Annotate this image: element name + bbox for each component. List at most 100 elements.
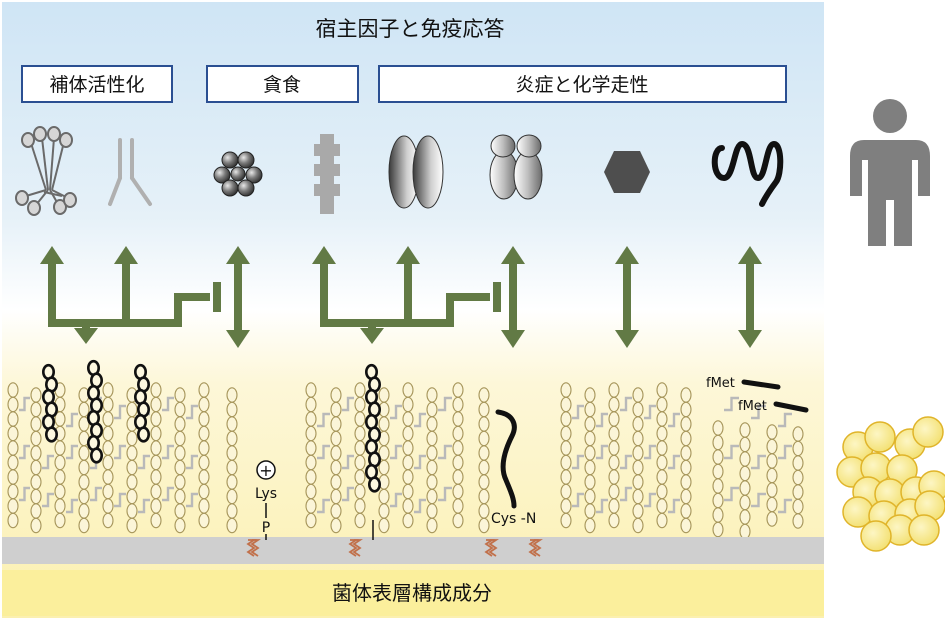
glycan-unit bbox=[226, 517, 238, 534]
glycan-unit bbox=[378, 387, 390, 403]
teichoic-bead bbox=[44, 426, 58, 443]
glycan-unit bbox=[7, 396, 19, 413]
glycan-unit bbox=[174, 445, 186, 461]
crosslink bbox=[114, 444, 126, 460]
glycan-unit bbox=[150, 425, 162, 442]
glycan-unit bbox=[305, 425, 317, 442]
glycan-unit bbox=[656, 469, 668, 485]
glycan-unit bbox=[739, 436, 751, 453]
lipoteichoic-bead bbox=[367, 476, 381, 493]
glycan-unit bbox=[174, 459, 186, 476]
glycan-unit bbox=[656, 512, 668, 529]
crosslink bbox=[438, 444, 452, 460]
p-label: P bbox=[262, 520, 270, 536]
glycan-unit bbox=[150, 469, 162, 485]
glycan-unit bbox=[330, 459, 342, 476]
glycan-unit bbox=[102, 483, 114, 500]
cell-membrane bbox=[2, 537, 824, 564]
glycan-unit bbox=[78, 488, 90, 505]
glycan-unit bbox=[102, 411, 114, 427]
glycan-unit bbox=[54, 469, 66, 485]
glycan-unit bbox=[426, 445, 438, 461]
glycan-unit bbox=[608, 382, 620, 398]
glycan-unit bbox=[78, 459, 90, 476]
glycan-unit bbox=[712, 478, 724, 494]
glycan-unit bbox=[608, 440, 620, 456]
peptide-stack-icon bbox=[314, 134, 340, 214]
glycan-unit bbox=[226, 387, 238, 403]
coiled-chain-icon bbox=[711, 140, 784, 207]
glycan-unit bbox=[478, 459, 490, 476]
glycan-unit bbox=[305, 512, 317, 529]
glycan-unit bbox=[7, 498, 19, 514]
glycan-unit bbox=[305, 382, 317, 398]
glycan-unit bbox=[478, 503, 490, 519]
glycan-unit bbox=[378, 503, 390, 519]
glycan-unit bbox=[680, 503, 692, 519]
glycan-unit bbox=[766, 453, 778, 469]
glycan-unit bbox=[680, 445, 692, 461]
glycan-unit bbox=[354, 469, 366, 485]
glycan-unit bbox=[608, 483, 620, 500]
glycan-unit bbox=[354, 396, 366, 413]
glycan-unit bbox=[680, 459, 692, 476]
glycan-unit bbox=[478, 401, 490, 418]
glycan-unit bbox=[150, 512, 162, 529]
glycan-unit bbox=[712, 492, 724, 509]
spherical-cluster-icon bbox=[213, 151, 263, 197]
glycan-unit bbox=[30, 387, 42, 403]
glycan-unit bbox=[426, 517, 438, 534]
glycan-unit bbox=[560, 498, 572, 514]
crosslink bbox=[668, 454, 680, 470]
glycan-unit bbox=[150, 382, 162, 398]
glycan-unit bbox=[54, 454, 66, 471]
footer-label: 菌体表層構成成分 bbox=[332, 581, 492, 605]
glycan-unit bbox=[739, 523, 751, 540]
glycan-unit bbox=[305, 498, 317, 514]
glycan-unit bbox=[402, 469, 414, 485]
crosslink bbox=[751, 492, 766, 508]
crosslink bbox=[620, 396, 632, 412]
glycan-unit bbox=[126, 474, 138, 490]
complement-c1-icon bbox=[15, 126, 77, 216]
glycan-unit bbox=[354, 382, 366, 398]
glycan-unit bbox=[78, 445, 90, 461]
glycan-unit bbox=[226, 430, 238, 447]
glycan-unit bbox=[305, 411, 317, 427]
glycan-unit bbox=[478, 416, 490, 432]
glycan-unit bbox=[402, 411, 414, 427]
tetramer-icon bbox=[489, 134, 543, 200]
crosslink bbox=[186, 454, 198, 470]
glycan-unit bbox=[402, 454, 414, 471]
glycan-unit bbox=[102, 512, 114, 529]
glycan-unit bbox=[354, 425, 366, 442]
glycan-unit bbox=[452, 469, 464, 485]
hexagon-icon bbox=[604, 151, 650, 193]
crosslink bbox=[162, 486, 174, 502]
arrow-heads bbox=[40, 246, 762, 348]
crosslink bbox=[114, 404, 126, 420]
glycan-unit bbox=[426, 401, 438, 418]
glycan-unit bbox=[330, 503, 342, 519]
glycan-unit bbox=[478, 517, 490, 534]
bacterium bbox=[912, 416, 944, 448]
crosslink bbox=[90, 486, 102, 502]
glycan-unit bbox=[198, 396, 210, 413]
glycan-unit bbox=[174, 416, 186, 432]
crosslink bbox=[19, 486, 30, 502]
glycan-unit bbox=[739, 451, 751, 467]
glycan-unit bbox=[792, 426, 804, 442]
glycan-unit bbox=[452, 440, 464, 456]
glycan-unit bbox=[330, 445, 342, 461]
glycan-unit bbox=[226, 416, 238, 432]
crosslink bbox=[317, 412, 330, 428]
glycan-unit bbox=[560, 411, 572, 427]
category-inflammation: 炎症と化学走性 bbox=[378, 65, 787, 103]
crosslink bbox=[596, 412, 608, 428]
glycan-unit bbox=[78, 474, 90, 490]
glycan-unit bbox=[402, 396, 414, 413]
peptide-crosslinks bbox=[19, 396, 792, 514]
category-inflammation-label: 炎症と化学走性 bbox=[515, 74, 648, 96]
glycan-unit bbox=[126, 517, 138, 534]
crosslink bbox=[66, 444, 78, 460]
